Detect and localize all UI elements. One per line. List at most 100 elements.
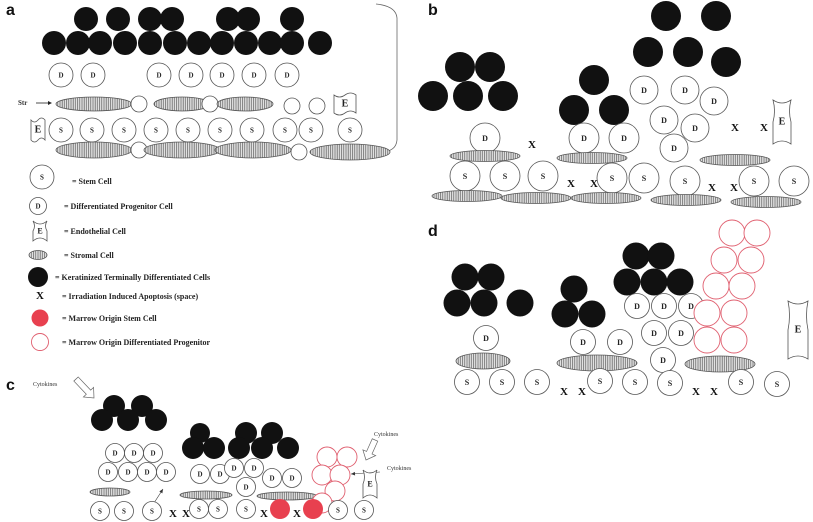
stem-cell: S [764,371,790,397]
keratinized-cell [559,95,589,125]
keratinized-cell [622,242,650,270]
keratinized-cell [117,409,139,431]
progenitor-cell: D [659,133,689,163]
apoptosis-mark: X [36,290,44,302]
apoptosis-mark: X [578,386,586,398]
stem-cell: S [90,501,110,521]
cell-letter: E [37,227,42,236]
keratinized-cell [470,289,498,317]
panel-label-a: a [6,2,15,19]
marrow-progenitor-cell [710,246,738,274]
stem-cell: S [189,499,209,519]
cell-letter: S [216,506,220,514]
cell-letter: D [688,302,694,311]
cell-letter: D [482,134,488,143]
keratinized-cell [216,7,240,31]
keratinized-cell [651,1,681,31]
keratinized-cell [66,31,90,55]
keratinized-cell [160,7,184,31]
stromal-cell [179,490,233,500]
cell-letter: D [105,469,110,477]
cell-letter: E [342,99,349,110]
progenitor-cell: D [641,320,667,346]
cell-letter: S [309,127,313,135]
keratinized-cell [234,31,258,55]
apoptosis-mark: X [182,508,190,520]
cell-letter: D [156,72,161,80]
progenitor-cell: D [282,468,302,488]
cell-letter: D [671,144,677,153]
progenitor-cell: D [137,462,157,482]
legend-item-keratinized: = Keratinized Terminally Differentiated … [55,273,210,282]
stromal-cell [556,152,628,164]
keratinized-cell [640,268,668,296]
stem-cell: S [111,117,137,143]
stem-cell: S [489,369,515,395]
progenitor-cell: D [670,75,700,105]
marrow-progenitor-cell [718,219,746,247]
cell-letter: S [633,378,638,387]
cell-letter: D [188,72,193,80]
endothelial-cell: E [362,469,378,499]
small-cell [283,97,301,115]
cell-letter: D [243,484,248,492]
stromal-cell [28,250,48,260]
stromal-cell [216,96,274,112]
cell-letter: D [617,338,623,347]
stem-cell: S [175,117,201,143]
cell-letter: S [668,379,673,388]
legend-item-stem: = Stem Cell [72,177,112,186]
cell-letter: D [581,134,587,143]
stem-cell: S [778,165,810,197]
marrow-progenitor-cell [728,272,756,300]
cell-letter: D [163,469,168,477]
keratinized-cell [138,31,162,55]
keratinized-cell [145,409,167,431]
stromal-cell [55,96,133,112]
cell-letter: D [580,338,586,347]
keratinized-cell [258,31,282,55]
apoptosis-mark: X [710,386,718,398]
progenitor-cell: D [649,105,679,135]
progenitor-cell: D [98,462,118,482]
cell-letter: D [219,72,224,80]
cell-letter: S [336,507,340,515]
stem-cell: S [239,117,265,143]
progenitor-cell: D [105,443,125,463]
progenitor-cell: D [143,443,163,463]
cell-letter: S [463,172,468,181]
small-cell [130,95,148,113]
cell-letter: D [711,97,717,106]
stroma-arrow [36,101,52,105]
stem-cell: S [657,370,683,396]
stem-cell: S [337,117,363,143]
keratinized-cell [203,437,225,459]
panel-label-c: c [6,377,15,394]
stem-cell: S [236,499,256,519]
progenitor-cell: D [274,62,300,88]
stem-cell: S [298,117,324,143]
cell-letter: D [651,329,657,338]
cell-letter: D [661,302,667,311]
cell-letter: S [150,508,154,516]
cell-letter: D [125,469,130,477]
keratinized-cell [210,31,234,55]
stromal-cell [143,141,221,159]
niche-bracket [375,3,398,153]
cell-letter: S [250,127,254,135]
stem-cell: S [272,117,298,143]
cell-letter: D [284,72,289,80]
keratinized-cell [236,7,260,31]
cell-letter: D [289,475,294,483]
progenitor-cell: D [236,477,256,497]
stromal-cell [730,196,802,208]
progenitor-cell: D [699,86,729,116]
panel-label-b: b [428,2,438,19]
cell-letter: E [795,325,802,336]
progenitor-cell: D [473,325,499,351]
stromal-cell [699,154,771,166]
stem-cell: S [79,117,105,143]
keratinized-cell [477,263,505,291]
progenitor-cell: D [668,320,694,346]
